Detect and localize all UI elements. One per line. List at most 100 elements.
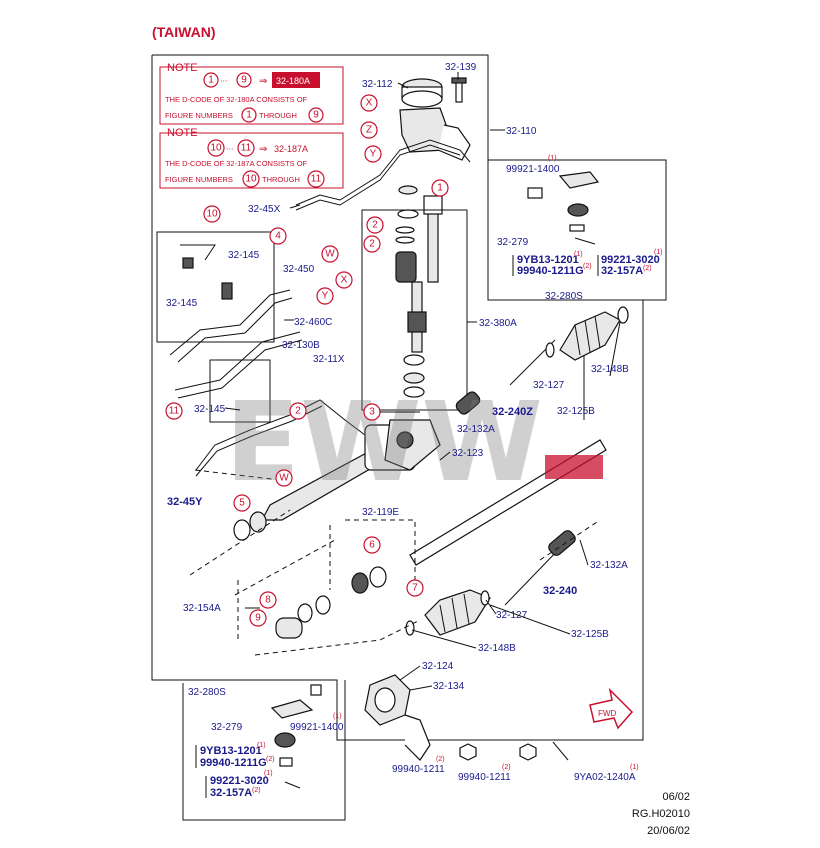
callout-circle-2c — [289, 402, 307, 420]
pn-99921-1400: 99921-1400 — [506, 164, 560, 175]
svg-text:⋯: ⋯ — [226, 144, 234, 153]
label-32-145-b: 32-145 — [166, 298, 198, 309]
parts-list-top-right: 99921-1400 (1) 9YB13-1201 (1) 99940-1211… — [506, 155, 663, 277]
callout-circle-7 — [406, 579, 424, 597]
callout-2b: 2 — [369, 239, 375, 250]
callout-circle-y2 — [316, 287, 334, 305]
callout-w2: W — [279, 473, 289, 484]
label-32-280s-a: 32-280S — [545, 291, 583, 302]
label-32-240z: 32-240Z — [492, 406, 533, 418]
parts-list-bottom-left: 99921-1400 (1) 9YB13-1201 (1) 99940-1211… — [195, 713, 344, 799]
pn-9yb13-1201: 9YB13-1201 — [200, 745, 262, 757]
label-32-280s-b: 32-280S — [188, 687, 226, 698]
valve-housing — [399, 77, 471, 161]
label-32-125b-b: 32-125B — [571, 629, 609, 640]
callout-11: 11 — [169, 406, 180, 417]
tie-rod-end-top — [527, 171, 600, 245]
qty: (2) — [583, 263, 592, 270]
label-32-145-c: 32-145 — [194, 404, 226, 415]
label-32-130b: 32-130B — [282, 340, 320, 351]
fwd-label: FWD — [598, 709, 616, 718]
callout-8: 8 — [265, 595, 271, 606]
qty: (1) — [548, 155, 557, 162]
boot-lower — [405, 589, 491, 636]
svg-text:⋯: ⋯ — [220, 76, 228, 85]
box-11 — [209, 359, 271, 423]
tie-rod-end-frame-bottom — [182, 680, 346, 821]
label-32-110: 32-110 — [506, 126, 537, 137]
region-title: (TAIWAN) — [152, 24, 216, 40]
callout-circle-2b — [363, 235, 381, 253]
callout-circle-5 — [233, 494, 251, 512]
label-32-127-a: 32-127 — [533, 380, 565, 391]
pipes-10 — [169, 244, 303, 399]
label-32-112: 32-112 — [362, 79, 393, 90]
callout-x2: X — [341, 275, 348, 286]
label-32-132a-a: 32-132A — [457, 424, 495, 435]
callout-circle-9 — [249, 609, 267, 627]
pn-99940-1211-b: 99940-1211 — [458, 772, 511, 783]
gear-housing — [261, 419, 441, 521]
pn-99221-3020: 99221-3020 — [601, 254, 660, 266]
mounting-bracket — [364, 674, 569, 761]
callout-circle-1 — [431, 179, 449, 197]
callout-circle-8 — [259, 591, 277, 609]
label-32-148b-a: 32-148B — [591, 364, 629, 375]
footer-revision: 06/02 RG.H02010 20/06/02 — [632, 791, 690, 837]
callout-6: 6 — [369, 540, 375, 551]
label-32-124: 32-124 — [422, 661, 454, 672]
footer-line2: RG.H02010 — [632, 808, 690, 820]
watermark-logo: EWW — [225, 378, 543, 506]
qty: (2) — [252, 787, 261, 794]
label-32-380a: 32-380A — [479, 318, 517, 329]
label-32-279-b: 32-279 — [211, 722, 243, 733]
boot-upper — [545, 306, 629, 361]
callout-1: 1 — [437, 183, 443, 194]
pipe-45x — [295, 139, 471, 206]
label-32-45x: 32-45X — [248, 204, 281, 215]
callout-circle-2a — [366, 216, 384, 234]
note-line2b: THROUGH — [259, 111, 297, 120]
pipe-45x-edge — [295, 144, 461, 211]
note-ref-from-2: 1 — [246, 110, 252, 121]
qty: (2) — [643, 265, 652, 272]
callout-y1: Y — [370, 149, 377, 160]
callout-y2: Y — [322, 291, 329, 302]
callout-circle-x1 — [360, 94, 378, 112]
pinion-stack — [395, 185, 443, 398]
callout-circle-10 — [203, 205, 221, 223]
inner-tie-rod-lower — [504, 547, 561, 606]
note-ref-to-2: 11 — [311, 174, 322, 185]
note-arrow: ⇒ — [259, 76, 267, 87]
leader-lines — [224, 72, 621, 691]
note-title: NOTE — [167, 127, 198, 139]
callout-circle-11 — [165, 402, 183, 420]
label-32-240: 32-240 — [543, 585, 577, 597]
label-32-145-a: 32-145 — [228, 250, 260, 261]
callout-circle-z — [360, 121, 378, 139]
tie-rod-end-frame-top — [487, 159, 667, 301]
qty: (1) — [630, 764, 639, 771]
label-32-460c: 32-460C — [294, 317, 332, 328]
callout-10: 10 — [206, 209, 218, 220]
box-10 — [156, 231, 275, 343]
qty: (1) — [264, 770, 273, 777]
callout-2c: 2 — [295, 406, 301, 417]
qty: (2) — [502, 764, 511, 771]
ball-joint-upper — [455, 391, 481, 415]
pipe-45y — [195, 399, 366, 471]
pn-99940-1211-a: 99940-1211 — [392, 764, 445, 775]
ball-joint-lower — [548, 530, 576, 556]
tie-rod-end-bottom — [270, 684, 322, 789]
callout-3: 3 — [369, 407, 375, 418]
rack-seals — [233, 511, 387, 639]
label-32-450: 32-450 — [283, 264, 315, 275]
callout-4: 4 — [275, 231, 281, 242]
note-line1: THE D-CODE OF 32-180A CONSISTS OF — [165, 95, 308, 104]
pinion-frame — [361, 209, 468, 411]
callout-circle-w1 — [321, 245, 339, 263]
label-32-45y: 32-45Y — [167, 496, 203, 508]
note-ref-from: 10 — [210, 143, 222, 154]
callout-2a: 2 — [372, 220, 378, 231]
qty: (2) — [266, 756, 275, 763]
